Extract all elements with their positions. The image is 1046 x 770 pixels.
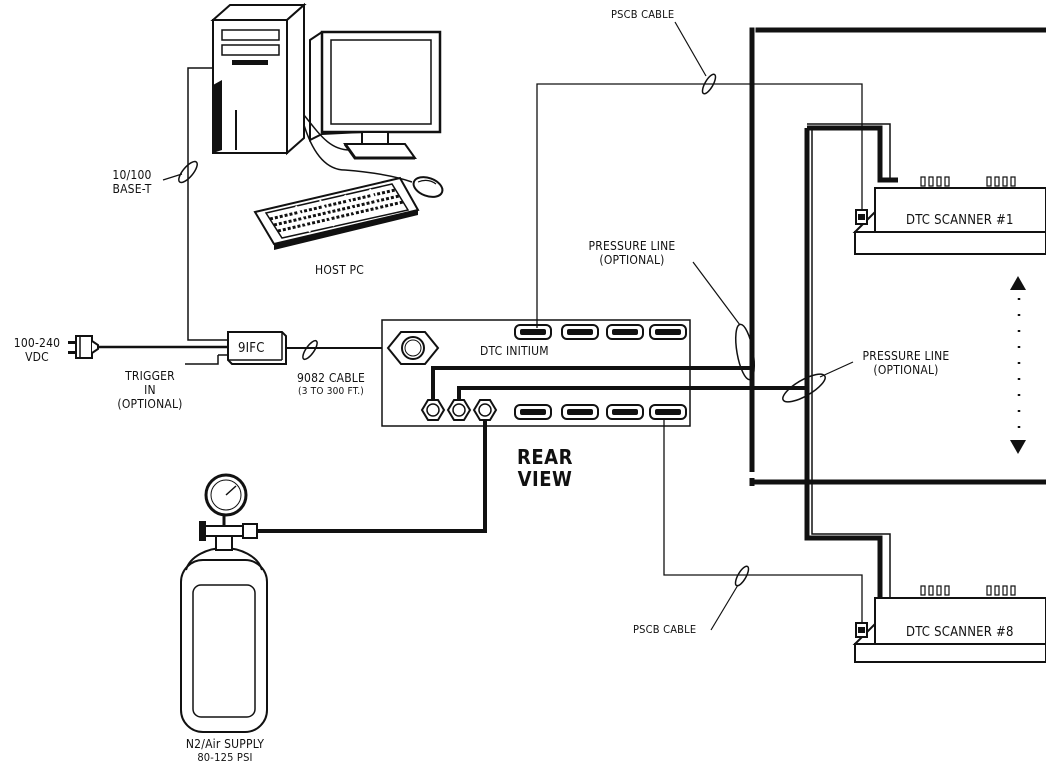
trigger-in-label-line-2: IN: [144, 383, 156, 397]
pc-monitor: [309, 30, 442, 160]
base-t-label-line-1: 10/100: [112, 168, 152, 182]
ifc-box: [227, 331, 287, 365]
base-t-label-line-2: BASE-T: [112, 182, 152, 196]
air-supply-label-line-1: N2/Air SUPPLY: [185, 737, 265, 751]
power-input-label-line-2: VDC: [25, 350, 49, 364]
pscb-cable-top-label: PSCB CABLE: [611, 8, 675, 21]
pscb-bottom-marker: [734, 565, 750, 587]
rear-view-label-line-1: REAR: [517, 445, 573, 469]
rear-view-label: REAR VIEW: [510, 446, 580, 490]
pressure-line-1-label-line-2: (OPTIONAL): [599, 253, 665, 267]
cable-9082-label-line-1: 9082 CABLE: [296, 371, 366, 385]
cable-9082-label: 9082 CABLE (3 TO 300 FT.): [283, 371, 379, 399]
pneumatic-fittings: [420, 399, 498, 421]
pressure-line-2-label-line-2: (OPTIONAL): [873, 363, 939, 377]
dtc-initium-label: DTC INITIUM: [480, 344, 549, 358]
pressure-line-1-label: PRESSURE LINE (OPTIONAL): [578, 239, 686, 267]
host-pc-label: HOST PC: [315, 263, 364, 277]
rear-view-label-line-2: VIEW: [517, 467, 573, 491]
pscb-cable-bottom-label: PSCB CABLE: [633, 623, 697, 636]
dtc-scanner-1-label: DTC SCANNER #1: [906, 213, 1014, 228]
cable-9082-label-line-2: (3 TO 300 FT.): [297, 386, 365, 397]
scanner-enclosure-8: [804, 123, 898, 600]
gas-tank: [180, 473, 268, 733]
pc-mouse: [412, 176, 444, 198]
pressure-line-2-marker: [782, 373, 826, 403]
dtc-initium-panel: [381, 319, 691, 427]
ifc-label: 9IFC: [238, 341, 265, 356]
dtc-scanner-8: [852, 585, 1046, 663]
network-connector: [386, 331, 440, 365]
pressure-line-1-label-line-1: PRESSURE LINE: [588, 239, 676, 253]
pscb-top-marker: [701, 73, 717, 95]
base-t-label: 10/100 BASE-T: [101, 168, 163, 196]
power-plug-icon: [68, 335, 99, 359]
base-t-cable-marker: [178, 160, 198, 184]
air-supply-label-line-2: 80-125 PSI: [197, 751, 253, 764]
pc-keyboard: [253, 176, 420, 250]
dtc-scanner-8-label: DTC SCANNER #8: [906, 625, 1014, 640]
pressure-line-2-label-line-1: PRESSURE LINE: [862, 349, 950, 363]
air-supply-label: N2/Air SUPPLY 80-125 PSI: [170, 737, 280, 765]
scanner-enclosure-1: [749, 26, 1046, 486]
power-input-label: 100-240 VDC: [8, 336, 66, 364]
cable-9082-marker: [302, 339, 318, 361]
trigger-in-label: TRIGGER IN (OPTIONAL): [110, 369, 190, 411]
pc-tower: [210, 2, 307, 156]
range-arrow-icon: [1010, 276, 1026, 454]
trigger-in-label-line-1: TRIGGER: [125, 369, 175, 383]
trigger-in-label-line-3: (OPTIONAL): [117, 397, 183, 411]
power-input-label-line-1: 100-240: [13, 336, 61, 350]
pressure-line-2-label: PRESSURE LINE (OPTIONAL): [852, 349, 960, 377]
